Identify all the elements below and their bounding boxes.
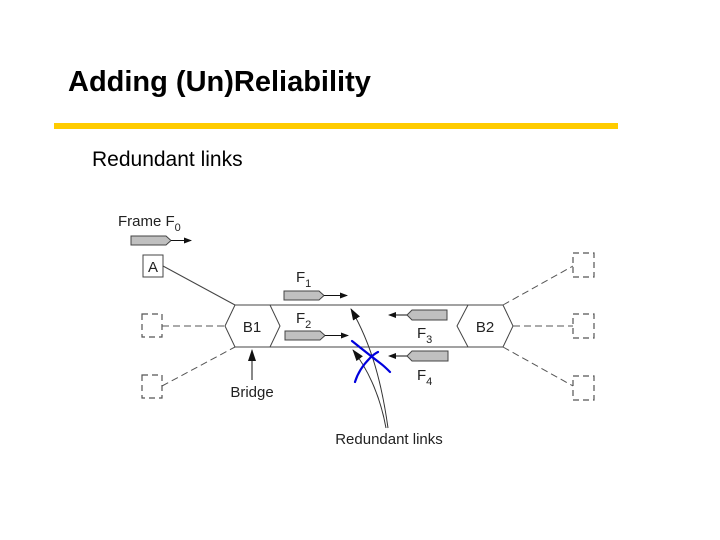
slide-subtitle: Redundant links (92, 148, 243, 171)
slide-title: Adding (Un)Reliability (68, 66, 371, 98)
frame-f3-label: F3 (417, 325, 432, 346)
frame-f0-packet (130, 235, 192, 246)
frame-f3-packet (388, 309, 448, 321)
frame-f4-packet (388, 350, 449, 362)
bridge-b2-label: B2 (476, 319, 494, 336)
frame-f2-label: F2 (296, 310, 311, 331)
redundant-callout-label: Redundant links (335, 431, 443, 448)
frame-f4-label: F4 (417, 367, 432, 388)
redundant-callout-arrow-bottom (352, 349, 387, 429)
link-b2-right-bottom (502, 346, 574, 387)
bridge-b1: B1 (224, 304, 281, 348)
host-right-middle (572, 313, 595, 339)
link-b2-right-top (502, 265, 574, 306)
blue-x-annotation (350, 339, 392, 384)
frame-f1-packet (283, 290, 348, 301)
host-a: A (142, 254, 164, 278)
link-a-b1 (162, 265, 236, 306)
host-a-label: A (148, 259, 158, 276)
link-left-bottom-b1 (161, 346, 236, 387)
host-right-top (572, 252, 595, 278)
host-left-bottom (141, 374, 163, 399)
redundant-callout-arrow-top (350, 308, 389, 429)
frame-f2-packet (284, 330, 349, 341)
bridge-callout-label: Bridge (230, 384, 273, 401)
title-underline (54, 123, 618, 129)
host-left-middle (141, 313, 163, 338)
frame-f1-label: F1 (296, 269, 311, 290)
bridge-b1-label: B1 (243, 319, 261, 336)
host-right-bottom (572, 375, 595, 401)
frame-f0-label: Frame F0 (118, 213, 181, 234)
bridge-b2: B2 (456, 304, 514, 348)
